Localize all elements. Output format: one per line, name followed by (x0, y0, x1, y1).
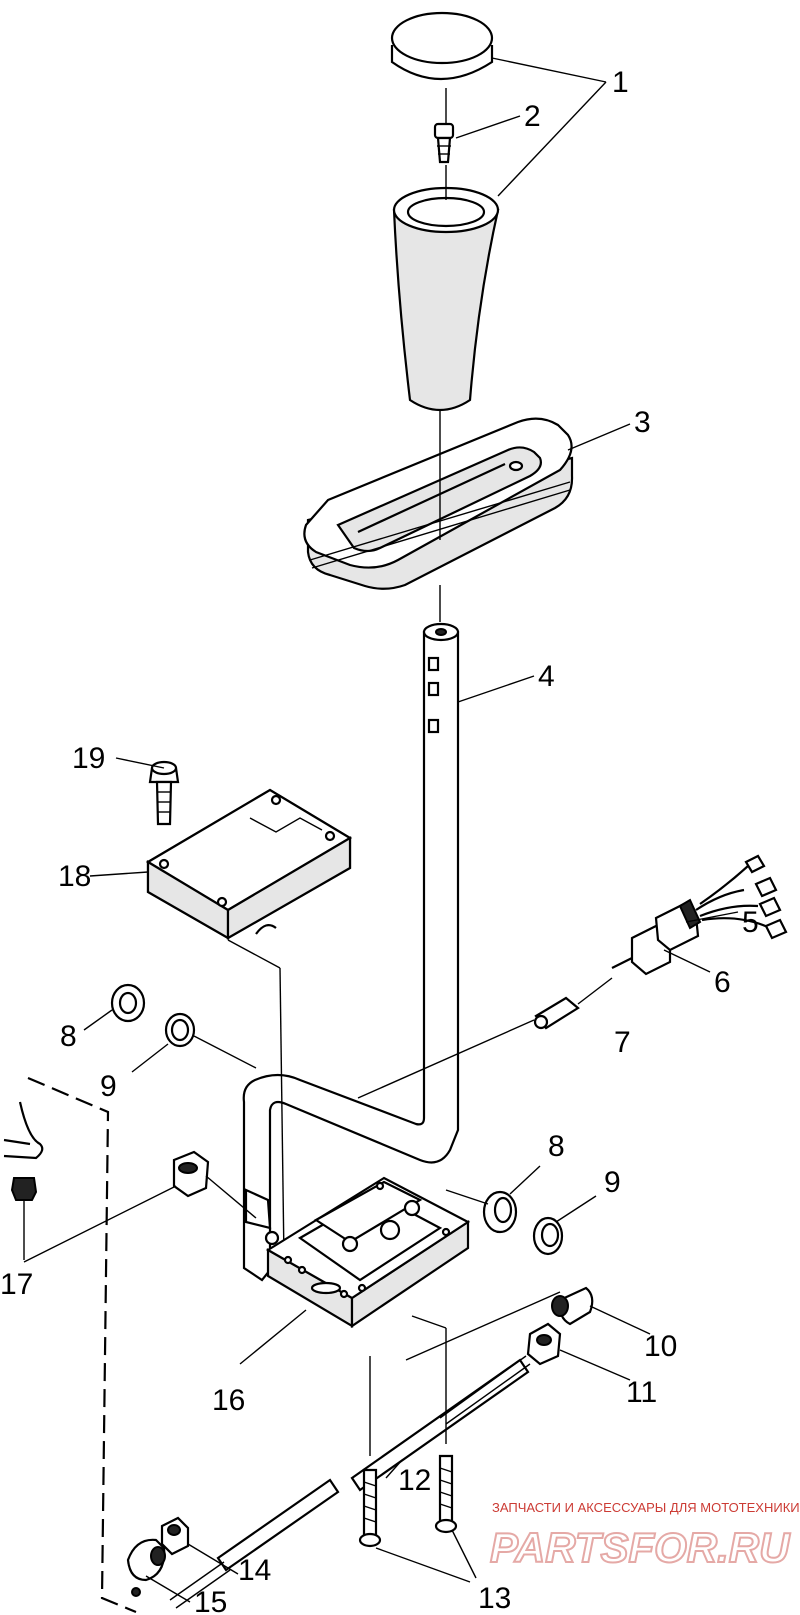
callout-12: 12 (398, 1464, 431, 1497)
leader-line (559, 1349, 631, 1381)
leader-line (589, 1305, 651, 1335)
callout-4: 4 (538, 660, 555, 693)
callout-3: 3 (634, 406, 651, 439)
callout-13: 13 (478, 1582, 511, 1615)
callout-2: 2 (524, 100, 541, 133)
leader-line (663, 949, 711, 973)
leader-line (405, 1291, 561, 1361)
callout-11: 11 (626, 1376, 657, 1409)
nut-14 (160, 1516, 190, 1556)
shift-lever (242, 622, 460, 1282)
callout-8-upper: 8 (60, 1020, 77, 1053)
callout-15: 15 (194, 1586, 227, 1615)
leader-line (279, 967, 285, 1261)
watermark-logo: PARTSFOR.RU (490, 1524, 791, 1571)
callout-9-lower: 9 (604, 1166, 621, 1199)
washer-9-lower (532, 1216, 564, 1256)
leader-line (357, 1019, 535, 1099)
callout-5: 5 (742, 906, 759, 939)
callout-17: 17 (0, 1268, 33, 1301)
nut-17 (172, 1150, 210, 1198)
leader-line (577, 977, 613, 1005)
dashed-reference-line (27, 1076, 137, 1614)
nut-11 (526, 1322, 562, 1366)
washer-8-lower (482, 1190, 518, 1234)
cover-plate (145, 788, 353, 940)
linkage-clip (3, 1101, 44, 1260)
leader-line (685, 911, 739, 923)
knob-body (392, 186, 500, 411)
knob-cap (390, 11, 494, 80)
leader-line (445, 1189, 489, 1205)
pin (533, 996, 580, 1030)
callout-14: 14 (238, 1554, 271, 1587)
washer-8-upper (110, 983, 146, 1023)
neutral-switch (611, 854, 788, 976)
leader-line (193, 1035, 257, 1069)
leader-line (205, 1175, 257, 1219)
ball-joint-right (551, 1286, 594, 1326)
callout-19: 19 (72, 742, 105, 775)
washer-9-upper (164, 1012, 196, 1048)
callout-1: 1 (612, 66, 629, 99)
callout-16: 16 (212, 1384, 245, 1417)
screw-13-left (358, 1468, 382, 1548)
shift-boot (303, 417, 574, 590)
leader-line (411, 1315, 447, 1329)
watermark-tagline: ЗАПЧАСТИ И АКСЕССУАРЫ ДЛЯ МОТОТЕХНИКИ (492, 1500, 800, 1515)
callout-8-lower: 8 (548, 1130, 565, 1163)
callout-9-upper: 9 (100, 1070, 117, 1103)
callout-7: 7 (614, 1026, 631, 1059)
screw-13-right (434, 1454, 458, 1534)
knob-screw (433, 122, 455, 164)
callout-leaders (23, 57, 631, 1603)
callout-10: 10 (644, 1330, 677, 1363)
bolt-19 (148, 760, 180, 826)
ball-joint-left (126, 1538, 166, 1597)
leader-line (227, 939, 281, 969)
callout-6: 6 (714, 966, 731, 999)
callout-18: 18 (58, 860, 91, 893)
shifter-base (265, 1176, 471, 1329)
